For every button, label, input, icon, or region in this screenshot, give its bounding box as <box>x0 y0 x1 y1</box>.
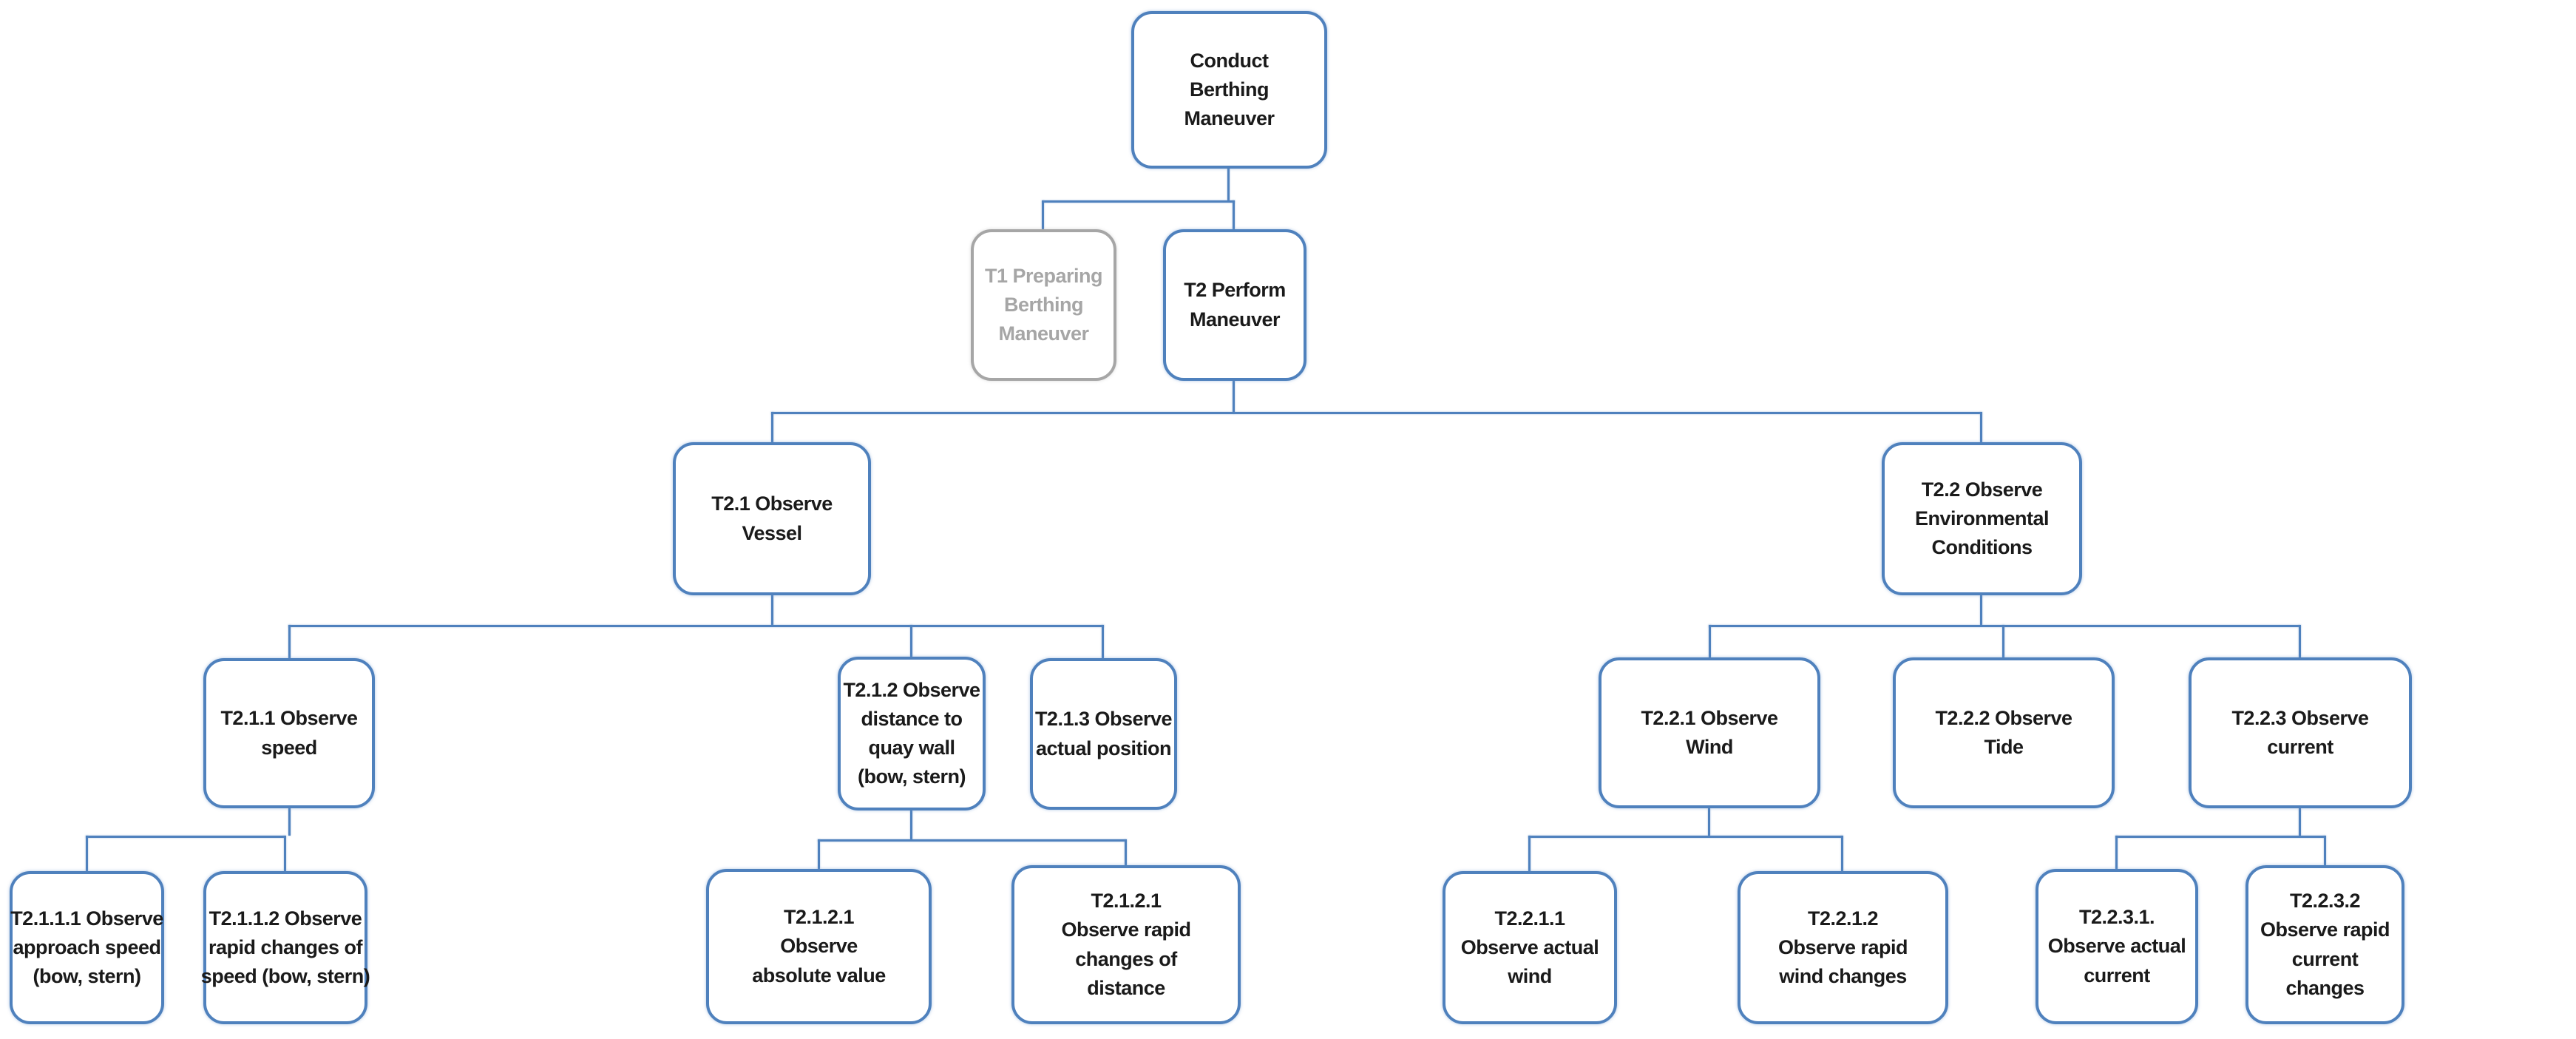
node-t2-2-3-observe-current: T2.2.3 Observe current <box>2189 657 2412 808</box>
node-t2-2-1-observe-wind: T2.2.1 Observe Wind <box>1599 657 1820 808</box>
connector-line <box>288 625 1104 627</box>
node-t2-1-1-2-observe-rapid-changes-of-speed: T2.1.1.2 Observe rapid changes of speed … <box>201 871 370 1024</box>
connector-line <box>818 839 1126 842</box>
connector-line <box>1043 200 1235 203</box>
node-t2-1-2-1-observe-absolute-value: T2.1.2.1 Observe absolute value <box>706 869 932 1024</box>
connector-line <box>1528 836 1531 871</box>
connector-line <box>288 808 291 836</box>
node-t2-perform-maneuver: T2 Perform Maneuver <box>1163 229 1306 381</box>
connector-line <box>1708 808 1710 836</box>
connector-line <box>1233 200 1235 229</box>
connector-line <box>2299 808 2301 836</box>
node-t2-1-1-1-observe-approach-speed: T2.1.1.1 Observe approach speed (bow, st… <box>10 871 164 1024</box>
connector-line <box>1980 595 1982 625</box>
node-t2-2-3-2-observe-rapid-current-changes: T2.2.3.2 Observe rapid current changes <box>2245 865 2404 1024</box>
connector-line <box>288 625 291 658</box>
connector-line <box>1227 169 1230 200</box>
node-t2-1-2-observe-distance-to-quay-wall: T2.1.2 Observe distance to quay wall (bo… <box>838 657 986 810</box>
connector-line <box>771 412 773 442</box>
connector-line <box>910 810 912 839</box>
connector-line <box>1528 836 1843 838</box>
node-t2-1-2-1-observe-rapid-changes-of-distance: T2.1.2.1 Observe rapid changes of distan… <box>1011 865 1241 1024</box>
node-t2-2-1-1-observe-actual-wind: T2.2.1.1 Observe actual wind <box>1443 871 1617 1024</box>
node-t2-1-3-observe-actual-position: T2.1.3 Observe actual position <box>1030 658 1177 810</box>
connector-line <box>1709 625 2300 627</box>
connector-line <box>1042 200 1044 229</box>
connector-line <box>86 836 88 871</box>
connector-line <box>818 839 820 869</box>
node-t2-2-2-observe-tide: T2.2.2 Observe Tide <box>1893 657 2115 808</box>
connector-line <box>2002 625 2004 657</box>
connector-line <box>1102 625 1104 658</box>
connector-line <box>2324 836 2326 865</box>
node-t2-2-3-1-observe-actual-current: T2.2.3.1. Observe actual current <box>2036 869 2198 1024</box>
node-conduct-berthing-maneuver: Conduct Berthing Maneuver <box>1131 11 1327 169</box>
connector-line <box>1980 412 1982 442</box>
connector-line <box>2115 836 2118 869</box>
connector-line <box>771 412 1982 414</box>
connector-line <box>771 595 773 625</box>
node-t2-1-observe-vessel: T2.1 Observe Vessel <box>673 442 871 595</box>
connector-line <box>2299 625 2301 657</box>
connector-line <box>86 836 285 838</box>
connector-line <box>1709 625 1711 657</box>
node-t2-2-1-2-observe-rapid-wind-changes: T2.2.1.2 Observe rapid wind changes <box>1738 871 1948 1024</box>
node-t2-2-observe-environmental-conditions: T2.2 Observe Environmental Conditions <box>1882 442 2082 595</box>
connector-line <box>2115 836 2325 838</box>
connector-line <box>284 836 286 871</box>
node-t2-1-1-observe-speed: T2.1.1 Observe speed <box>203 658 375 808</box>
connector-line <box>910 625 912 657</box>
connector-line <box>1125 839 1127 865</box>
connector-line <box>1233 381 1235 413</box>
connector-line <box>1841 836 1843 871</box>
node-t1-preparing-berthing-maneuver: T1 Preparing Berthing Maneuver <box>971 229 1116 381</box>
